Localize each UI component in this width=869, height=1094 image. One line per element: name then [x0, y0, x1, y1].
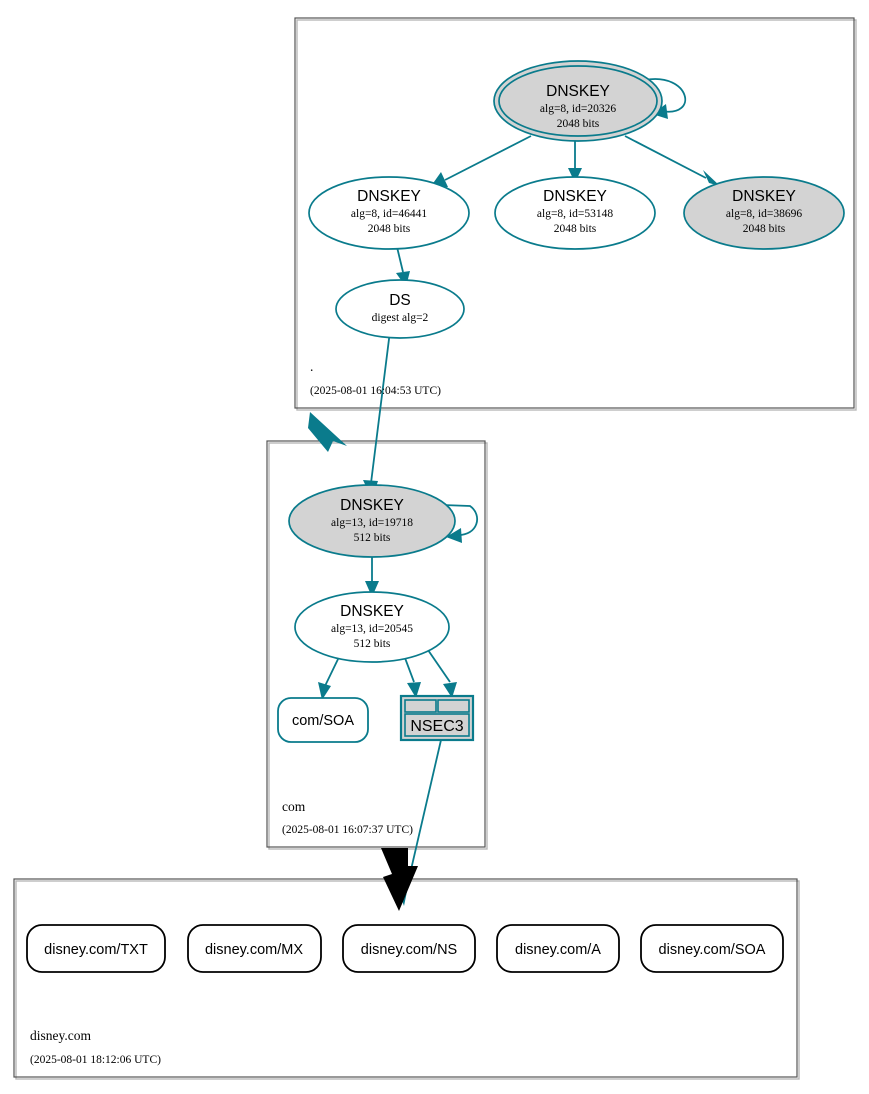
node-title: disney.com/NS: [361, 942, 457, 958]
zone-label-root: .: [310, 359, 313, 374]
node-line3: 2048 bits: [557, 118, 600, 130]
node-root-dnskey-46441[interactable]: DNSKEY alg=8, id=46441 2048 bits: [308, 176, 470, 250]
node-title: NSEC3: [410, 718, 463, 735]
node-root-dnskey-53148[interactable]: DNSKEY alg=8, id=53148 2048 bits: [494, 176, 656, 250]
node-line2: alg=13, id=20545: [331, 623, 413, 635]
node-line2: digest alg=2: [372, 312, 429, 324]
node-com-soa[interactable]: com/SOA: [277, 697, 369, 743]
node-title: DNSKEY: [357, 188, 421, 205]
node-title: disney.com/MX: [205, 942, 303, 958]
node-line3: 2048 bits: [743, 223, 786, 235]
edge-com-zsk-to-soa: [318, 654, 341, 700]
node-title: disney.com/TXT: [44, 942, 148, 958]
node-title: disney.com/SOA: [659, 942, 766, 958]
node-com-nsec3[interactable]: NSEC3: [399, 694, 475, 742]
zone-timestamp-com: (2025-08-01 16:07:37 UTC): [282, 824, 413, 836]
edge-com-ksk-to-zsk: [365, 556, 379, 597]
node-title: DNSKEY: [340, 603, 404, 620]
zone-label-com: com: [282, 799, 306, 814]
node-title: DNSKEY: [732, 188, 796, 205]
node-title: DS: [389, 292, 411, 309]
node-root-ds[interactable]: DS digest alg=2: [335, 279, 465, 339]
node-line2: alg=8, id=46441: [351, 208, 427, 220]
edge-delegation-com-to-disney: [381, 848, 418, 911]
node-disney-a[interactable]: disney.com/A: [496, 924, 620, 973]
node-line2: alg=8, id=53148: [537, 208, 613, 220]
node-title: DNSKEY: [340, 497, 404, 514]
edge-com-zsk-to-nsec3-a: [404, 657, 421, 698]
edge-com-zsk-to-nsec3-b: [427, 649, 457, 698]
node-disney-ns[interactable]: disney.com/NS: [342, 924, 476, 973]
node-com-ksk[interactable]: DNSKEY alg=13, id=19718 512 bits: [288, 484, 456, 558]
edge-root-ksk-to-46441: [429, 135, 532, 189]
zone-box-disney: [13, 878, 800, 1080]
edge-delegation-root-to-com: [308, 412, 347, 452]
node-title: disney.com/A: [515, 942, 601, 958]
node-line3: 512 bits: [354, 532, 391, 544]
edge-root-ds-to-com-ksk: [363, 330, 391, 499]
edge-com-ksk-self-loop: [442, 504, 479, 543]
zone-timestamp-disney: (2025-08-01 18:12:06 UTC): [30, 1054, 161, 1066]
edge-root-ksk-to-53148: [568, 137, 582, 183]
node-root-dnskey-38696[interactable]: DNSKEY alg=8, id=38696 2048 bits: [683, 176, 845, 250]
node-disney-mx[interactable]: disney.com/MX: [187, 924, 322, 973]
node-line2: alg=8, id=38696: [726, 208, 802, 220]
node-root-ksk[interactable]: DNSKEY alg=8, id=20326 2048 bits: [493, 60, 663, 142]
node-line3: 2048 bits: [554, 223, 597, 235]
node-title: DNSKEY: [546, 83, 610, 100]
zone-box-root: [294, 17, 857, 411]
node-disney-txt[interactable]: disney.com/TXT: [26, 924, 166, 973]
zone-timestamp-root: (2025-08-01 16:04:53 UTC): [310, 385, 441, 397]
node-title: DNSKEY: [543, 188, 607, 205]
node-line2: alg=8, id=20326: [540, 103, 616, 115]
node-disney-soa[interactable]: disney.com/SOA: [640, 924, 784, 973]
node-line3: 2048 bits: [368, 223, 411, 235]
zone-label-disney: disney.com: [30, 1028, 91, 1043]
node-title: com/SOA: [292, 713, 354, 729]
node-line2: alg=13, id=19718: [331, 517, 413, 529]
node-com-zsk[interactable]: DNSKEY alg=13, id=20545 512 bits: [294, 591, 450, 663]
edge-root-ksk-to-38696: [624, 135, 720, 186]
node-line3: 512 bits: [354, 638, 391, 650]
